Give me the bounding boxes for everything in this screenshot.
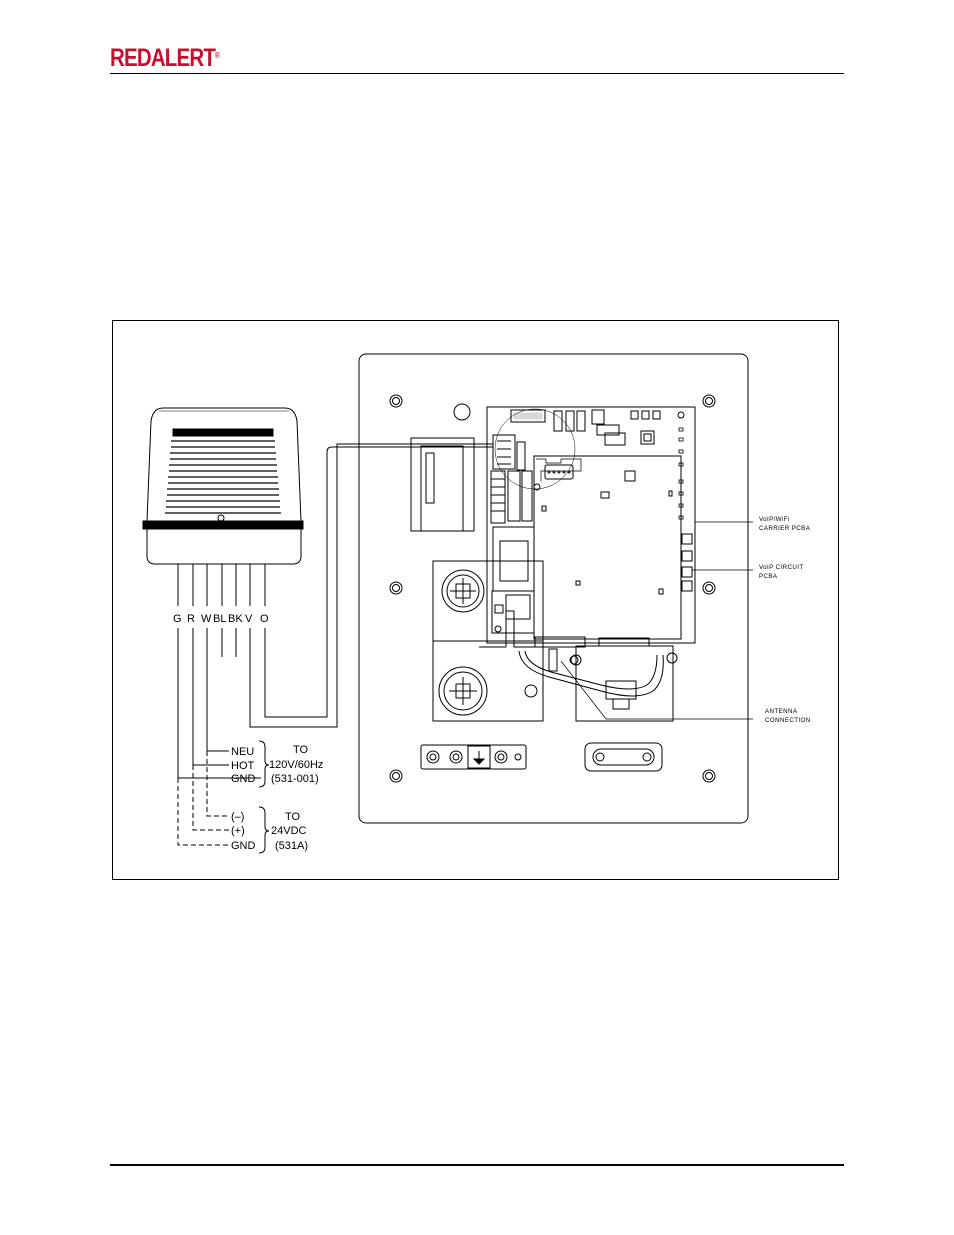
- ac-gnd-label: GND: [231, 773, 256, 785]
- circuit-pcba-label-1: VoIP CIRCUIT: [759, 564, 804, 571]
- wire-code-labels: G R W BL BK V O: [173, 613, 269, 625]
- callout-leaders: [560, 521, 753, 720]
- callout-labels: VoIP/WiFi CARRIER PCBA VoIP CIRCUIT PCBA…: [759, 516, 811, 724]
- ac-hot-label: HOT: [231, 760, 255, 772]
- enclosure-backplate: [358, 353, 749, 824]
- header-rule: [110, 73, 844, 74]
- dc-spec-label: 24VDC: [271, 825, 307, 837]
- wire-code-v: V: [245, 613, 253, 625]
- wire-code-bk: BK: [228, 613, 243, 625]
- dc-plus-label: (+): [231, 825, 245, 837]
- wire-code-o: O: [260, 613, 269, 625]
- voip-wifi-carrier-pcba: [479, 406, 696, 648]
- dc-to-label: TO: [285, 811, 301, 823]
- antenna-cable: [518, 648, 664, 710]
- wiring-diagram-frame: G R W BL BK V O NEU HOT GND TO 120V/60Hz…: [112, 320, 839, 880]
- ac-model-label: (531-001): [271, 773, 319, 785]
- wire-code-g: G: [173, 613, 182, 625]
- ac-neu-label: NEU: [231, 746, 254, 758]
- wire-code-bl: BL: [213, 613, 226, 625]
- registered-mark: ®: [215, 51, 220, 60]
- red-alert-logo: REDALERT®: [110, 44, 220, 72]
- beacon-wires: [177, 443, 493, 846]
- ac-spec-label: 120V/60Hz: [269, 759, 323, 771]
- dc-minus-label: (–): [231, 811, 244, 823]
- dc-supply-block: (–) (+) GND TO 24VDC (531A): [231, 806, 308, 854]
- wiring-diagram: G R W BL BK V O NEU HOT GND TO 120V/60Hz…: [142, 353, 811, 854]
- ac-supply-block: NEU HOT GND TO 120V/60Hz (531-001): [231, 740, 323, 788]
- dc-gnd-label: GND: [231, 840, 256, 852]
- wire-code-w: W: [201, 613, 212, 625]
- mounting-holes: [389, 394, 716, 783]
- beacon-light: [142, 407, 304, 565]
- carrier-pcba-label-2: CARRIER PCBA: [759, 525, 811, 532]
- carrier-pcba-label-1: VoIP/WiFi: [759, 516, 790, 523]
- dc-model-label: (531A): [275, 840, 308, 852]
- antenna-label-1: ANTENNA: [765, 708, 798, 715]
- logo-text: REDALERT: [110, 44, 216, 72]
- voip-circuit-pcba: [533, 455, 682, 640]
- antenna-label-2: CONNECTION: [765, 717, 811, 724]
- circuit-pcba-label-2: PCBA: [759, 573, 778, 580]
- wire-code-r: R: [187, 613, 195, 625]
- ac-to-label: TO: [293, 744, 309, 756]
- footer-rule: [110, 1164, 844, 1166]
